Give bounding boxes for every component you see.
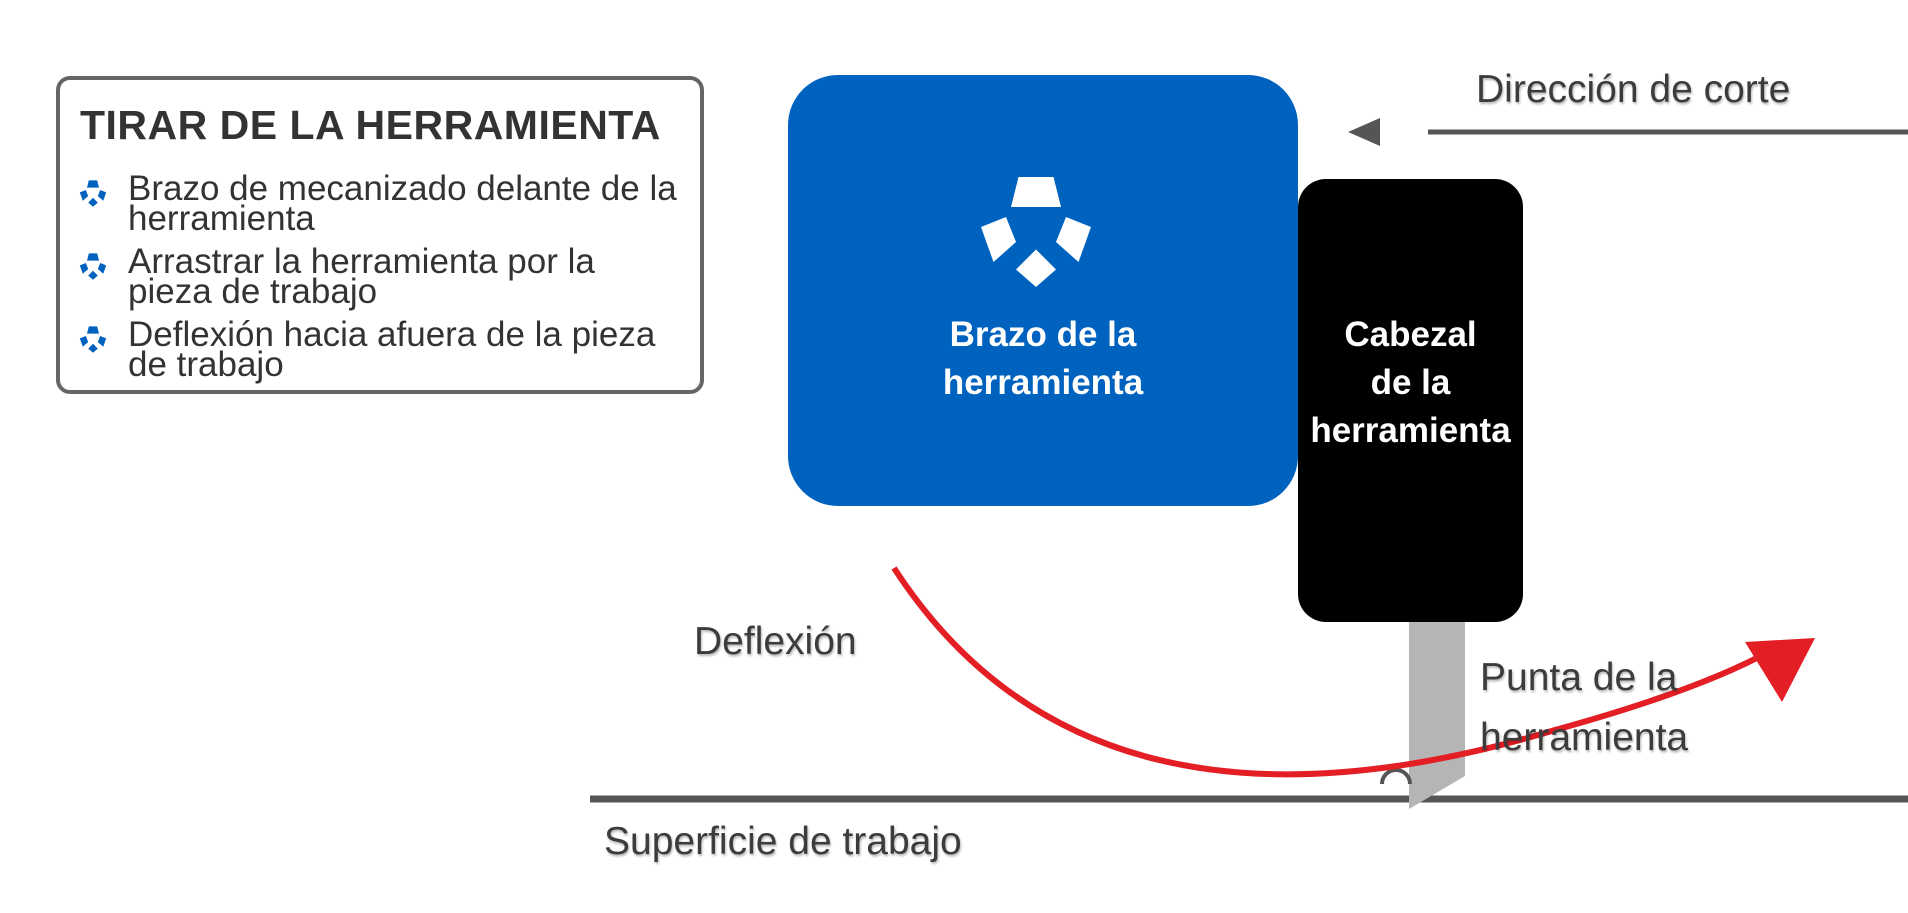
tool-arm-label: Brazo de la herramienta (942, 315, 1144, 402)
work-surface-label: Superficie de trabajo (604, 820, 962, 863)
deflection-label: Deflexión (694, 620, 857, 663)
pentagon-star-icon (79, 253, 107, 280)
deflection-arc (891, 566, 1774, 778)
cut-direction-arrowhead (1348, 118, 1380, 146)
tool-head-label: Cabezal de la herramienta (1310, 315, 1511, 450)
pentagon-star-icon (79, 326, 107, 353)
deflection-arrowhead (1745, 638, 1815, 702)
cut-direction-label: Dirección de corte (1476, 68, 1791, 111)
legend-box: TIRAR DE LA HERRAMIENTA Brazo de mecaniz… (56, 76, 704, 394)
legend-title: TIRAR DE LA HERRAMIENTA (80, 102, 661, 148)
tool-arm-box: Brazo de la herramienta (788, 75, 1298, 506)
legend-item-text: Deflexión hacia afuera de la pieza de tr… (128, 315, 656, 384)
legend-item-text: Brazo de mecanizado delante de la herram… (128, 169, 677, 238)
pentagon-star-icon (981, 177, 1091, 287)
tool-tip-pivot (1380, 768, 1412, 785)
tool-head-box: Cabezal de la herramienta (1298, 179, 1523, 622)
pentagon-star-icon (79, 180, 107, 207)
tool-tip-label: Punta de la herramienta (1480, 656, 1689, 759)
legend-item-text: Arrastrar la herramienta por la pieza de… (128, 242, 595, 311)
